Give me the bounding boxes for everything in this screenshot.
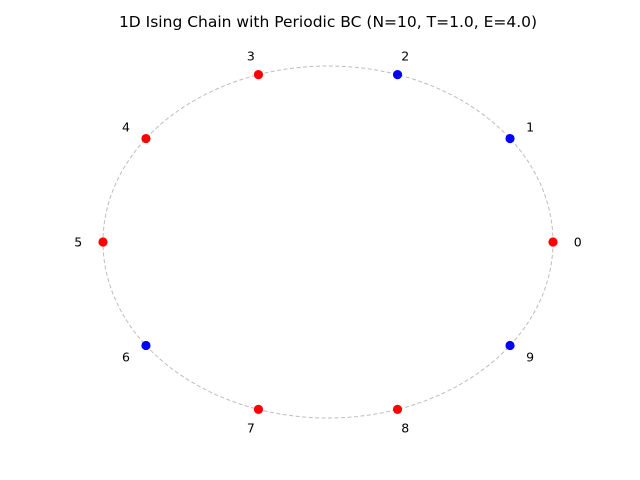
spin-sites: 0 1 2 3 4 5 6 7 8 9	[74, 49, 582, 436]
spin-node-6	[141, 340, 151, 351]
spin-node-label-8: 8	[401, 420, 409, 435]
periodic-ring	[102, 65, 554, 419]
spin-node-1	[505, 133, 515, 144]
spin-node-9	[505, 340, 515, 351]
spin-node-4	[141, 133, 151, 144]
spin-node-7	[253, 404, 264, 414]
spin-node-2	[392, 70, 403, 80]
spin-node-label-7: 7	[247, 420, 255, 435]
spin-node-label-1: 1	[526, 120, 534, 135]
spin-node-0	[548, 237, 558, 247]
spin-node-label-9: 9	[526, 349, 534, 364]
diagram-title: 1D Ising Chain with Periodic BC (N=10, T…	[119, 13, 537, 31]
spin-node-label-5: 5	[74, 235, 82, 250]
spin-node-5	[98, 237, 108, 247]
spin-node-label-4: 4	[122, 120, 130, 135]
spin-node-label-2: 2	[401, 49, 409, 64]
spin-node-label-3: 3	[247, 49, 255, 64]
spin-node-label-0: 0	[574, 235, 582, 250]
spin-node-label-6: 6	[122, 349, 130, 364]
spin-node-3	[253, 70, 264, 80]
spin-node-8	[392, 404, 403, 414]
